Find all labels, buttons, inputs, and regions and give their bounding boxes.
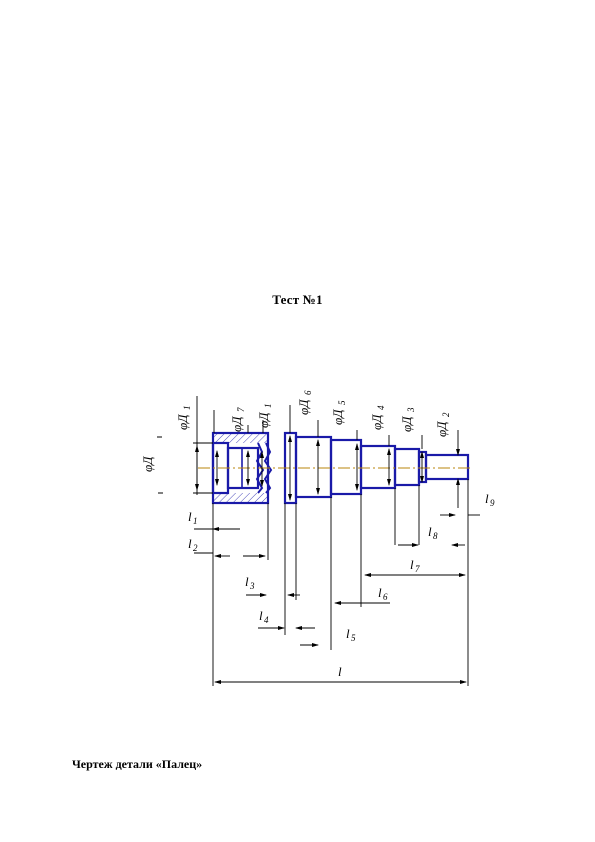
label-d2: φД [434,421,449,437]
diameter-leader-ticks [157,436,163,494]
label-d: φД [140,456,155,472]
label-d7: φД [229,416,244,432]
label-d4: φД [369,414,384,430]
svg-text:8: 8 [433,531,438,541]
part-step-d4 [359,444,397,490]
diameter-labels: φД φД 1 φД 7 φД 1 φД 6 φД 5 [140,390,451,472]
part-step-d6 [294,435,333,499]
label-l: l [338,664,342,679]
drawing-caption: Чертеж детали «Палец» [72,757,203,771]
svg-text:4: 4 [376,405,386,410]
svg-text:9: 9 [490,498,495,508]
label-l7: l [410,557,414,572]
label-l2: l [188,536,192,551]
label-d1: φД [175,414,190,430]
svg-text:2: 2 [441,412,451,417]
label-l6: l [378,585,382,600]
hatch-top [214,434,267,443]
svg-text:6: 6 [383,592,388,602]
svg-text:1: 1 [182,406,192,411]
hatch-bottom [214,493,267,502]
label-l4: l [259,608,263,623]
length-dimension-lines [194,513,480,684]
extension-lines [212,479,469,686]
svg-text:5: 5 [351,633,356,643]
label-l8: l [428,524,432,539]
part-step-d3 [393,447,421,487]
part-step-d5 [329,438,363,496]
svg-text:2: 2 [193,543,198,553]
svg-text:5: 5 [337,400,347,405]
svg-text:3: 3 [406,407,416,413]
svg-text:6: 6 [303,390,313,395]
svg-text:1: 1 [193,516,198,526]
label-l5: l [346,626,350,641]
page-title: Тест №1 [272,292,323,307]
label-l1: l [188,509,192,524]
svg-text:7: 7 [415,564,420,574]
length-labels: l 1 l 2 l 3 l 4 l 5 l 6 l 7 l 8 l 9 l [188,491,495,679]
label-d1b: φД [256,412,271,428]
svg-text:1: 1 [263,404,273,409]
svg-text:4: 4 [264,615,269,625]
svg-text:3: 3 [249,581,255,591]
label-l9: l [485,491,489,506]
label-l3: l [245,574,249,589]
label-d6: φД [296,399,311,415]
part-step-d2 [424,453,470,481]
diameter-dimension-lines [193,396,460,508]
label-d3: φД [399,416,414,432]
label-d5: φД [330,409,345,425]
svg-text:7: 7 [236,407,246,412]
